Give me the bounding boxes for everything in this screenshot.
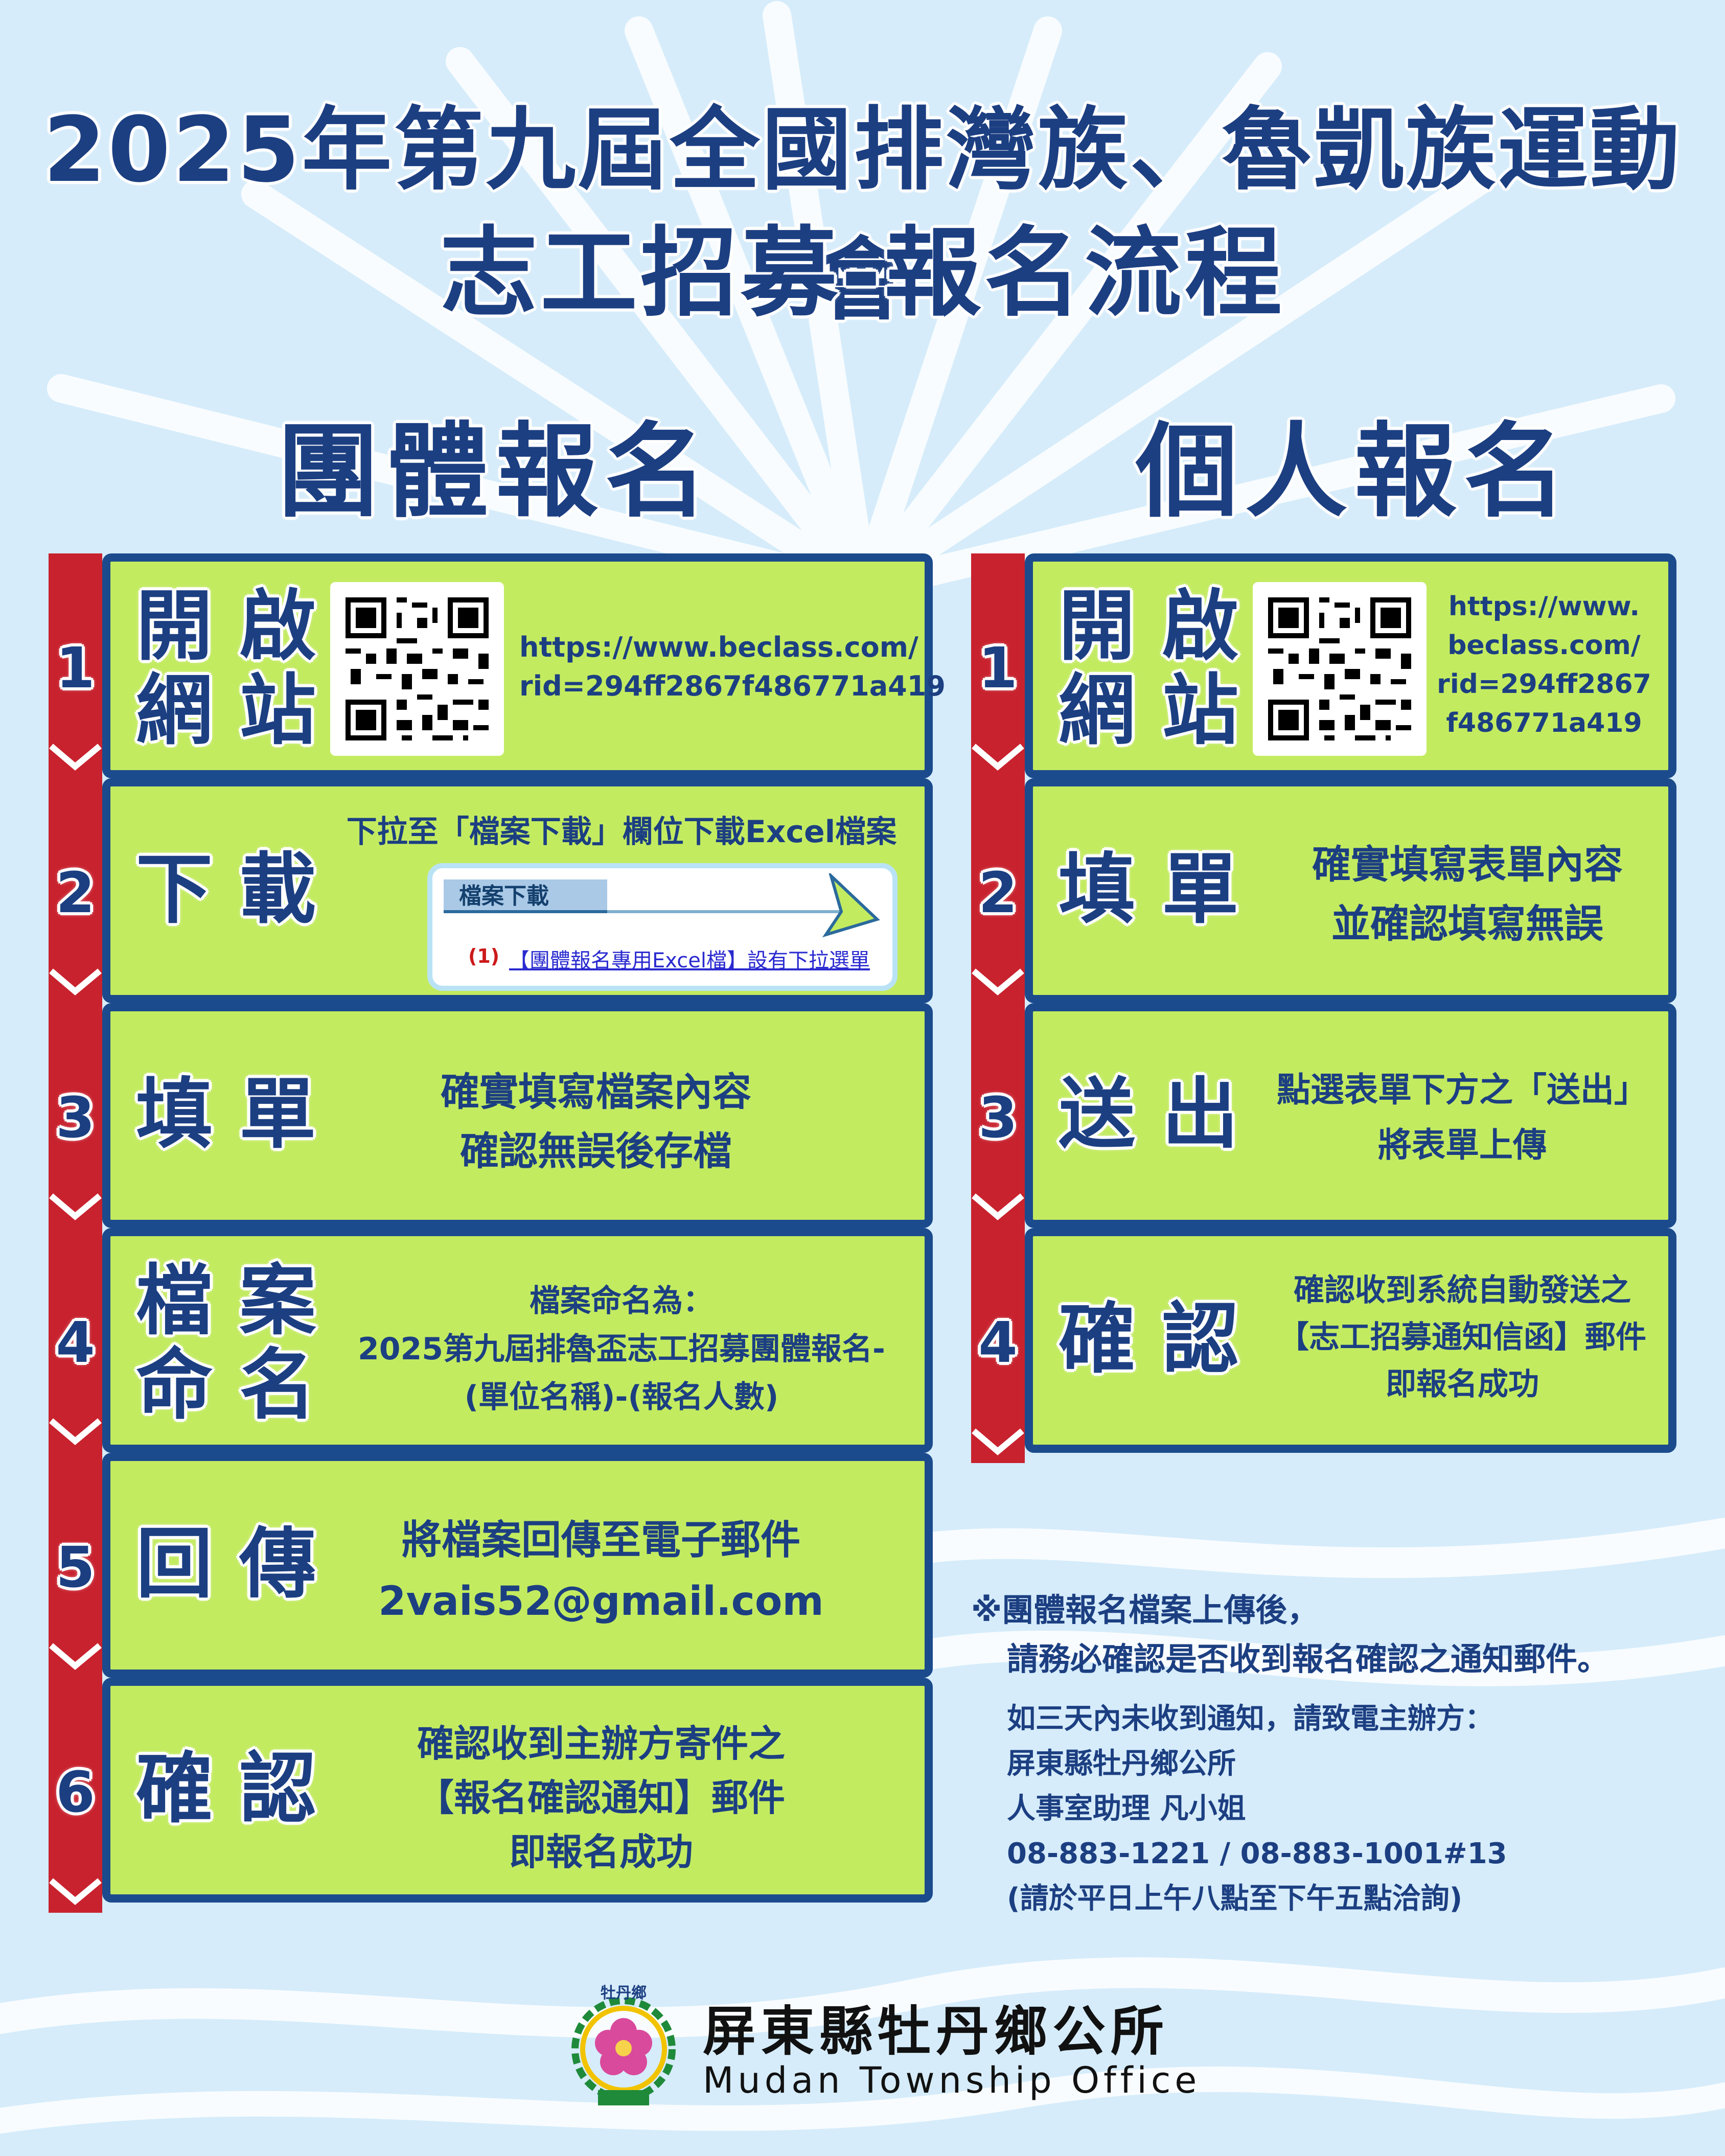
footer-org-en: Mudan Township Office	[703, 2059, 1201, 2101]
step-card: 開 啟網 站 https://www.beclass.	[1025, 553, 1676, 778]
step-card: 檔 案命 名 檔案命名為：2025第九屆排魯盃志工招募團體報名-(單位名稱)-(…	[102, 1228, 933, 1453]
step-label: 回 傳	[136, 1520, 316, 1609]
page-title-line1: 2025年第九屆全國排灣族、魯凱族運動會	[43, 98, 1682, 333]
cursor-arrow-icon	[822, 873, 880, 938]
step-ribbon	[49, 1228, 102, 1453]
step-description: 下拉至「檔案下載」欄位下載Excel檔案	[346, 814, 897, 850]
download-section-preview: 檔案下載 (1) 【團體報名專用Excel檔】設有下拉選單	[427, 863, 898, 991]
group-step-1: 1 開 啟網 站 http	[49, 553, 946, 778]
group-step-2: 2 下 載 下拉至「檔案下載」欄位下載Excel檔案 檔案下載 (1) 【團體報…	[49, 778, 933, 1003]
step-ribbon	[49, 1453, 102, 1678]
group-step-3: 3 填 單 確實填寫檔案內容確認無誤後存檔	[49, 1003, 933, 1228]
step-number: 6	[56, 1759, 95, 1825]
step-number: 5	[56, 1535, 95, 1600]
step-description: 確實填寫檔案內容確認無誤後存檔	[441, 1069, 751, 1174]
email-address: 2vais52@gmail.com	[378, 1579, 824, 1625]
tab-file-download: 檔案下載	[444, 879, 607, 913]
item-index: (1)	[468, 945, 500, 967]
group-step-4: 4 檔 案命 名 檔案命名為：2025第九屆排魯盃志工招募團體報名-(單位名稱)…	[49, 1228, 933, 1453]
step-description: 檔案命名為：2025第九屆排魯盃志工招募團體報名-(單位名稱)-(報名人數)	[358, 1283, 885, 1415]
step-description: 確認收到主辦方寄件之【報名確認通知】郵件即報名成功	[417, 1722, 785, 1873]
step-ribbon	[971, 553, 1025, 778]
step-description[interactable]: https://www.beclass.com/rid=294ff2867f48…	[519, 631, 946, 702]
group-step-6: 6 確 認 確認收到主辦方寄件之【報名確認通知】郵件即報名成功	[49, 1678, 933, 1913]
step-number: 1	[978, 635, 1018, 701]
step-ribbon	[49, 553, 102, 778]
step-label: 確 認	[136, 1745, 316, 1834]
step-label: 開 啟網 站	[136, 582, 316, 755]
step-description: 點選表單下方之「送出」將表單上傳	[1277, 1070, 1648, 1165]
step-number: 1	[56, 635, 95, 701]
step-description: 確實填寫表單內容並確認填寫無誤	[1312, 842, 1623, 946]
step-ribbon	[971, 1003, 1025, 1228]
step-number: 2	[56, 860, 95, 925]
step-card: 開 啟網 站 https://www.beclass.	[102, 553, 946, 778]
step-number: 4	[56, 1310, 95, 1375]
individual-step-4: 4 確 認 確認收到系統自動發送之【志工招募通知信函】郵件即報名成功	[971, 1228, 1676, 1463]
step-ribbon	[49, 778, 102, 1003]
page-title-line2: 志工招募-報名流程	[440, 217, 1285, 330]
step-label: 確 認	[1059, 1295, 1239, 1384]
notice-line-1: ※團體報名檔案上傳後，	[971, 1591, 1319, 1629]
notice-line-2: 請務必確認是否收到報名確認之通知郵件。	[1007, 1640, 1609, 1678]
step-ribbon	[49, 1003, 102, 1228]
step-ribbon	[49, 1678, 102, 1913]
excel-download-link[interactable]: 【團體報名專用Excel檔】設有下拉選單	[509, 949, 870, 972]
individual-step-3: 3 送 出 點選表單下方之「送出」將表單上傳	[971, 1003, 1676, 1228]
step-ribbon	[971, 778, 1025, 1003]
step-card: 填 單 確實填寫檔案內容確認無誤後存檔	[102, 1003, 933, 1228]
step-card: 送 出 點選表單下方之「送出」將表單上傳	[1025, 1003, 1676, 1228]
individual-step-1: 1 開 啟網 站 http	[971, 553, 1676, 778]
step-label: 填 單	[1059, 845, 1239, 934]
step-number: 4	[978, 1310, 1018, 1375]
individual-step-2: 2 填 單 確實填寫表單內容並確認填寫無誤	[971, 778, 1676, 1003]
step-card: 確 認 確認收到主辦方寄件之【報名確認通知】郵件即報名成功	[102, 1678, 933, 1903]
step-card: 填 單 確實填寫表單內容並確認填寫無誤	[1025, 778, 1676, 1003]
step-label: 填 單	[136, 1070, 316, 1159]
logo-text: 牡丹鄉	[601, 1984, 647, 2002]
step-label: 檔 案命 名	[136, 1257, 316, 1430]
step-ribbon	[971, 1228, 1025, 1463]
step-label: 送 出	[1059, 1070, 1239, 1159]
step-description: 確認收到系統自動發送之【志工招募通知信函】郵件即報名成功	[1278, 1272, 1646, 1402]
qr-code-icon	[1253, 582, 1427, 756]
footer-org-cn: 屏東縣牡丹鄉公所	[703, 2000, 1169, 2062]
step-label: 下 載	[136, 845, 316, 934]
step-number: 3	[56, 1085, 95, 1150]
step-card: 下 載 下拉至「檔案下載」欄位下載Excel檔案 檔案下載 (1) 【團體報名專…	[102, 778, 933, 1003]
step-card: 確 認 確認收到系統自動發送之【志工招募通知信函】郵件即報名成功	[1025, 1228, 1676, 1453]
individual-heading: 個人報名	[1135, 412, 1573, 531]
step-number: 3	[978, 1085, 1018, 1150]
step-number: 2	[978, 860, 1018, 925]
qr-code-icon	[330, 582, 504, 756]
mudan-flower-logo-icon	[571, 1997, 676, 2105]
contact-info: 如三天內未收到通知，請致電主辦方： 屏東縣牡丹鄉公所 人事室助理 凡小姐 08-…	[1007, 1702, 1507, 1915]
step-label: 開 啟網 站	[1059, 582, 1239, 755]
group-heading: 團體報名	[277, 412, 715, 531]
